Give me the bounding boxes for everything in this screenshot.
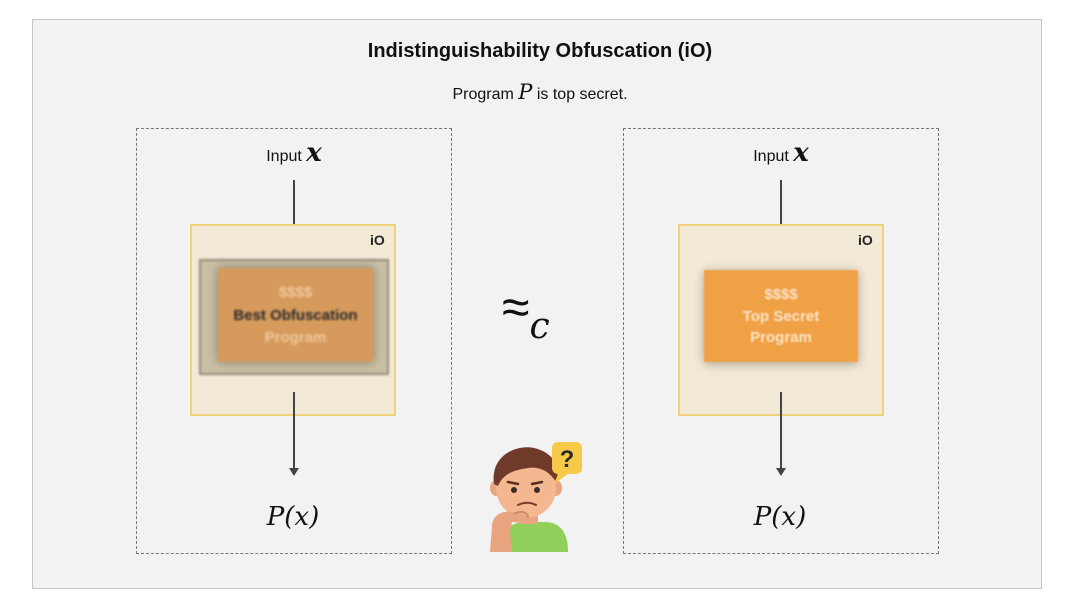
best-card-line2: Best Obfuscation — [233, 307, 358, 324]
right-input-arrow-line — [780, 180, 782, 252]
subtitle-suffix: is top secret. — [536, 86, 628, 103]
diagram-subtitle: Program P is top secret. — [0, 80, 1080, 104]
right-output-label: P(x) — [753, 502, 807, 532]
right-panel — [623, 128, 939, 554]
right-output-arrow-line — [780, 392, 782, 470]
left-output-label: P(x) — [266, 502, 320, 532]
diagram-title: Indistinguishability Obfuscation (iO) — [367, 40, 713, 62]
computational-indistinguishability-symbol: ≈c — [502, 282, 592, 345]
left-input-label: Input x — [234, 138, 354, 168]
right-input-label: Input x — [721, 138, 841, 168]
top-secret-card: $$$$ Top Secret Program — [704, 270, 858, 362]
left-input-text: Input — [266, 148, 302, 165]
subtitle-variable: P — [518, 80, 533, 104]
secret-card-line2: Top Secret — [742, 308, 820, 325]
right-input-variable: x — [793, 138, 809, 168]
left-io-tag: iO — [370, 232, 385, 248]
left-output-arrow-head — [289, 468, 299, 476]
subtitle-prefix: Program — [452, 86, 514, 103]
left-input-arrow-line — [293, 180, 295, 252]
best-card-line1: $$$$ — [278, 284, 313, 301]
right-output-arrow-head — [776, 468, 786, 476]
left-panel — [136, 128, 452, 554]
secret-card-line1: $$$$ — [764, 286, 798, 303]
left-output-arrow-line — [293, 392, 295, 470]
best-card-line3: Program — [264, 329, 327, 346]
right-input-text: Input — [753, 148, 789, 165]
left-input-variable: x — [306, 138, 322, 168]
best-obfuscation-card: $$$$ Best Obfuscation Program — [218, 268, 373, 362]
approx-subscript: c — [529, 306, 550, 347]
approx-sign: ≈ — [502, 279, 530, 335]
right-io-tag: iO — [858, 232, 873, 248]
thinking-person-icon: ? — [490, 442, 582, 552]
question-mark-text: ? — [560, 446, 575, 473]
secret-card-line3: Program — [750, 329, 812, 346]
